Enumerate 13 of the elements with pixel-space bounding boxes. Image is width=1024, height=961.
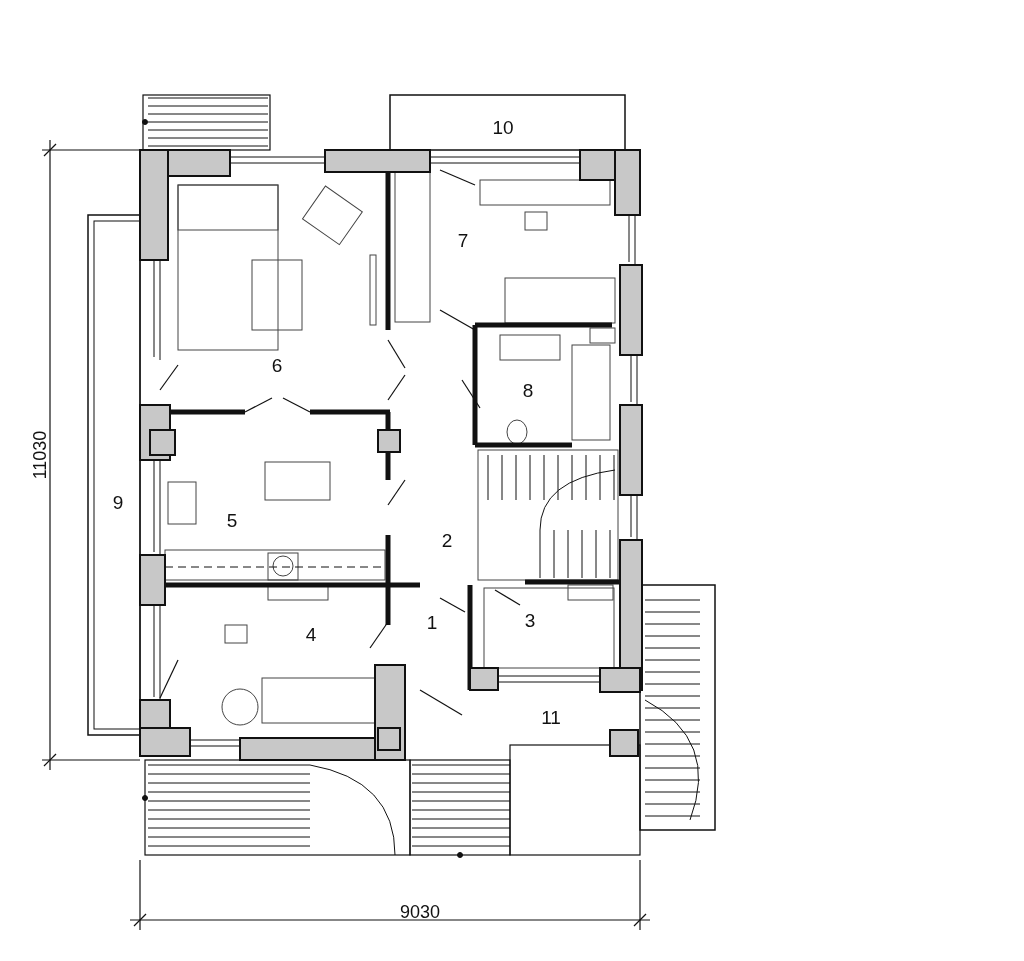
room-number: 5 xyxy=(226,510,238,530)
room-number: 8 xyxy=(522,380,534,400)
room-number: 9 xyxy=(112,492,124,512)
dimension-text: 9030 xyxy=(400,903,440,921)
room-number: 6 xyxy=(271,355,283,375)
room-number: 11 xyxy=(541,707,561,727)
room-number: 10 xyxy=(492,117,514,137)
room-number: 7 xyxy=(457,230,469,250)
room-number: 3 xyxy=(524,610,536,630)
dimension-text: 11030 xyxy=(31,430,49,480)
room-number: 1 xyxy=(426,612,438,632)
room-number: 2 xyxy=(441,530,453,550)
room-number: 4 xyxy=(305,624,317,644)
